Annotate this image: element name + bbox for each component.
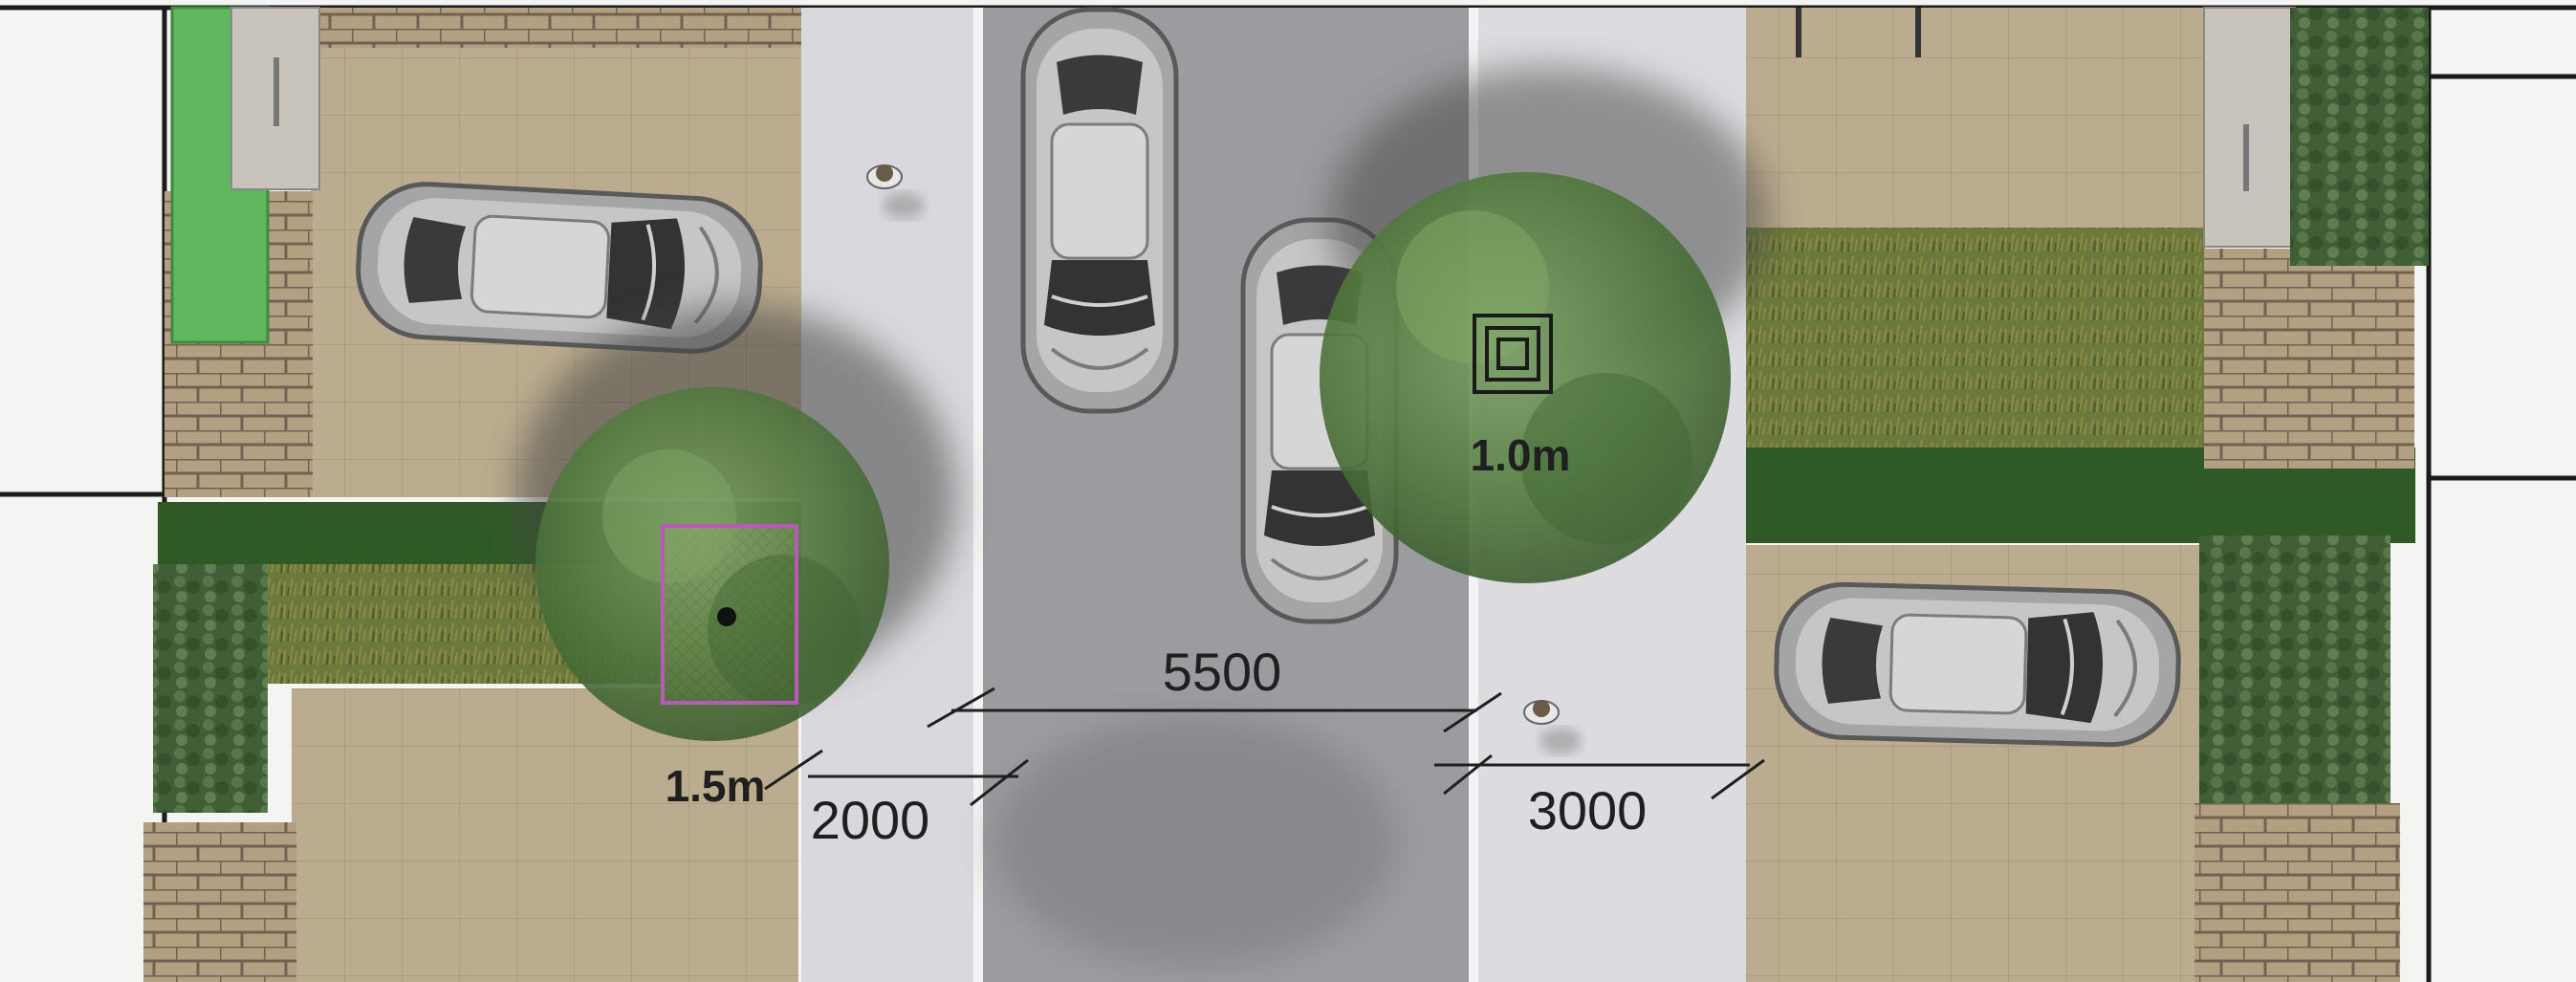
left-shrubs — [153, 564, 268, 813]
right-brick-column-top — [2204, 249, 2414, 469]
right-shrubs-top — [2290, 8, 2429, 266]
left-property — [143, 6, 808, 982]
right-stone-slab — [2203, 7, 2296, 248]
right-property — [1746, 7, 2429, 982]
right-tree — [1320, 172, 1731, 583]
right-paving-top — [1746, 8, 2205, 228]
left-brick-column-bottom — [143, 822, 296, 982]
drainage-grate-icon — [1473, 314, 1553, 394]
dimension-carriageway: 5500 — [1163, 642, 1282, 702]
dimension-lines — [764, 687, 1765, 807]
car-icon — [1023, 10, 1176, 411]
left-tree — [535, 387, 889, 741]
annotation-tree-pit-left: 1.5m — [666, 761, 766, 811]
dimension-footpath-left: 2000 — [811, 790, 930, 850]
left-brick-strip-top — [320, 8, 803, 48]
car-icon — [1775, 583, 2180, 747]
dimension-footpath-right: 3000 — [1528, 780, 1648, 840]
right-shrubs-bottom — [2199, 535, 2390, 803]
right-brick-column-bottom — [2194, 803, 2400, 982]
right-planting-bed — [1746, 228, 2205, 447]
annotation-tree-pit-right: 1.0m — [1471, 430, 1571, 480]
